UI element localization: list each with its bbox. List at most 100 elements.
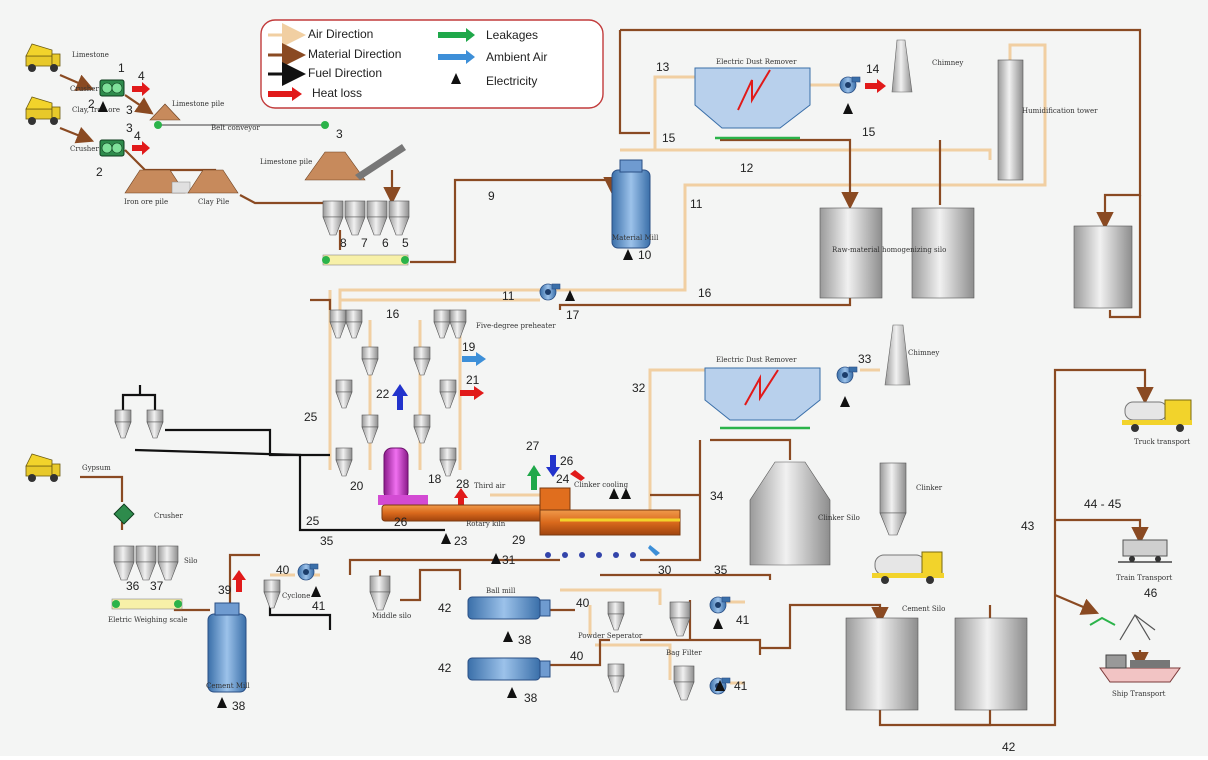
legend: Air Direction Material Direction Fuel Di…	[260, 19, 604, 109]
step-number: 17	[566, 308, 580, 322]
conveyor-roller-icon	[321, 121, 329, 129]
cyclone-icon	[335, 379, 353, 409]
fan-17-icon	[539, 283, 561, 301]
bag-filter-2-icon	[673, 665, 695, 701]
step-number: 3	[126, 121, 133, 135]
step-numbers: 1 2 3 4 3 4 2 3 8 7 6 5 9 13 14 15 15 12…	[88, 60, 1158, 754]
cyclone-icon	[413, 414, 431, 444]
legend-heat-arrow	[268, 87, 302, 101]
material-lines	[59, 28, 1154, 727]
step-number: 27	[526, 439, 540, 453]
ball-mill-1-electricity-icon	[503, 631, 513, 642]
legend-leak-arrow	[438, 28, 475, 42]
crusher-3-label: Crusher	[154, 512, 183, 520]
air-lines	[270, 43, 1047, 685]
cement-silo-label: Cement Silo	[902, 605, 945, 613]
cement-mill-label: Cement Mill	[206, 682, 250, 690]
cyclone-icon	[329, 309, 347, 339]
cyclone-icon	[361, 346, 379, 376]
pile-divider	[171, 181, 191, 194]
fan-17-electricity-icon	[565, 290, 575, 301]
cooler-fan-icon	[613, 552, 619, 558]
step-number: 41	[736, 613, 750, 627]
weigh-scale-icon	[111, 598, 183, 610]
step-number: 35	[320, 534, 334, 548]
cement-silo-1-icon	[845, 617, 919, 711]
material-mill-label: Material Mill	[612, 234, 659, 242]
coal-hopper-icon	[146, 409, 164, 439]
limestone-pile-1-label: Limestone pile	[172, 100, 224, 108]
step-number: 24	[556, 472, 570, 486]
step-number: 42	[1002, 740, 1016, 754]
ship-transport-label: Ship Transport	[1112, 690, 1166, 698]
fuel-lines	[121, 385, 641, 630]
clinker-truck-icon	[872, 551, 944, 584]
crusher-2-label: Crusher	[70, 145, 99, 153]
material-mill-top	[619, 159, 643, 173]
raw-mill-area: Material Mill Electric Dust Remover Chim…	[539, 39, 1133, 309]
step-number: 23	[454, 534, 468, 548]
step-number: 33	[858, 352, 872, 366]
chimney-1-icon	[891, 39, 913, 93]
step-number: 19	[462, 340, 476, 354]
calciner-icon	[383, 447, 409, 501]
humidification-tower-icon	[997, 59, 1024, 181]
cyclone-icon	[449, 309, 467, 339]
preheater-label: Five-degree preheater	[476, 322, 556, 330]
step-number: 37	[150, 579, 164, 593]
legend-heat-label: Heat loss	[312, 86, 362, 100]
hopper-icon	[366, 200, 388, 236]
step-number: 40	[576, 596, 590, 610]
step-number: 46	[1144, 586, 1158, 600]
kiln-electricity-icon	[441, 533, 451, 544]
step-number: 12	[740, 161, 754, 175]
silo-icon	[113, 545, 135, 581]
clinker-silo-label: Clinker Silo	[818, 514, 860, 522]
cooler-fan-icon	[630, 552, 636, 558]
cooler-fan-icon	[562, 552, 568, 558]
limestone-label: Limestone	[72, 51, 109, 59]
clinker-cooling-electricity-icon	[609, 488, 619, 499]
cyclone-icon	[433, 309, 451, 339]
third-air-label: Third air	[474, 482, 506, 490]
clinker-bin-cone	[879, 512, 907, 536]
stacker-conveyor	[355, 144, 406, 180]
dust-silo-icon	[1073, 225, 1133, 309]
limestone-truck-icon	[25, 43, 61, 73]
step-number: 9	[488, 189, 495, 203]
step-number: 18	[428, 472, 442, 486]
step-number: 38	[524, 691, 538, 705]
step-number: 41	[312, 599, 326, 613]
cooler-fan-icon	[579, 552, 585, 558]
crusher-1-icon	[99, 79, 125, 97]
step-number: 30	[658, 563, 672, 577]
step-number: 25	[304, 410, 318, 424]
silo-icon	[157, 545, 179, 581]
cement-grinding-area: Gypsum Crusher Silo Eletric Weighing sca…	[25, 453, 1028, 711]
step-number: 16	[698, 286, 712, 300]
legend-electricity-label: Electricity	[486, 74, 537, 88]
conveyor-roller-icon	[174, 600, 182, 608]
step-number: 35	[714, 563, 728, 577]
step-number: 7	[361, 236, 368, 250]
edr-1-spark-icon	[737, 69, 771, 111]
raw-material-area: Limestone Clay, Iron ore Crusher Crusher…	[25, 43, 410, 266]
rotary-kiln-label: Rotary kiln	[466, 520, 506, 528]
chimney-2-icon	[884, 324, 911, 386]
step-number: 36	[126, 579, 140, 593]
clinker-cooler-icon	[539, 509, 681, 536]
cyclone-icon	[439, 379, 457, 409]
clay-pile-label: Clay Pile	[198, 198, 229, 206]
legend-ambient-label: Ambient Air	[486, 50, 547, 64]
step-number: 25	[306, 514, 320, 528]
cement-silo-2-icon	[954, 617, 1028, 711]
cyclone-label: Cyclone	[282, 592, 310, 600]
step-number: 32	[632, 381, 646, 395]
cooler-fan-icon	[545, 552, 551, 558]
cooler-fans	[545, 552, 636, 558]
step-number: 11	[502, 289, 515, 303]
clinker-bin-icon	[879, 462, 907, 514]
ball-mill-2-icon	[467, 657, 541, 681]
